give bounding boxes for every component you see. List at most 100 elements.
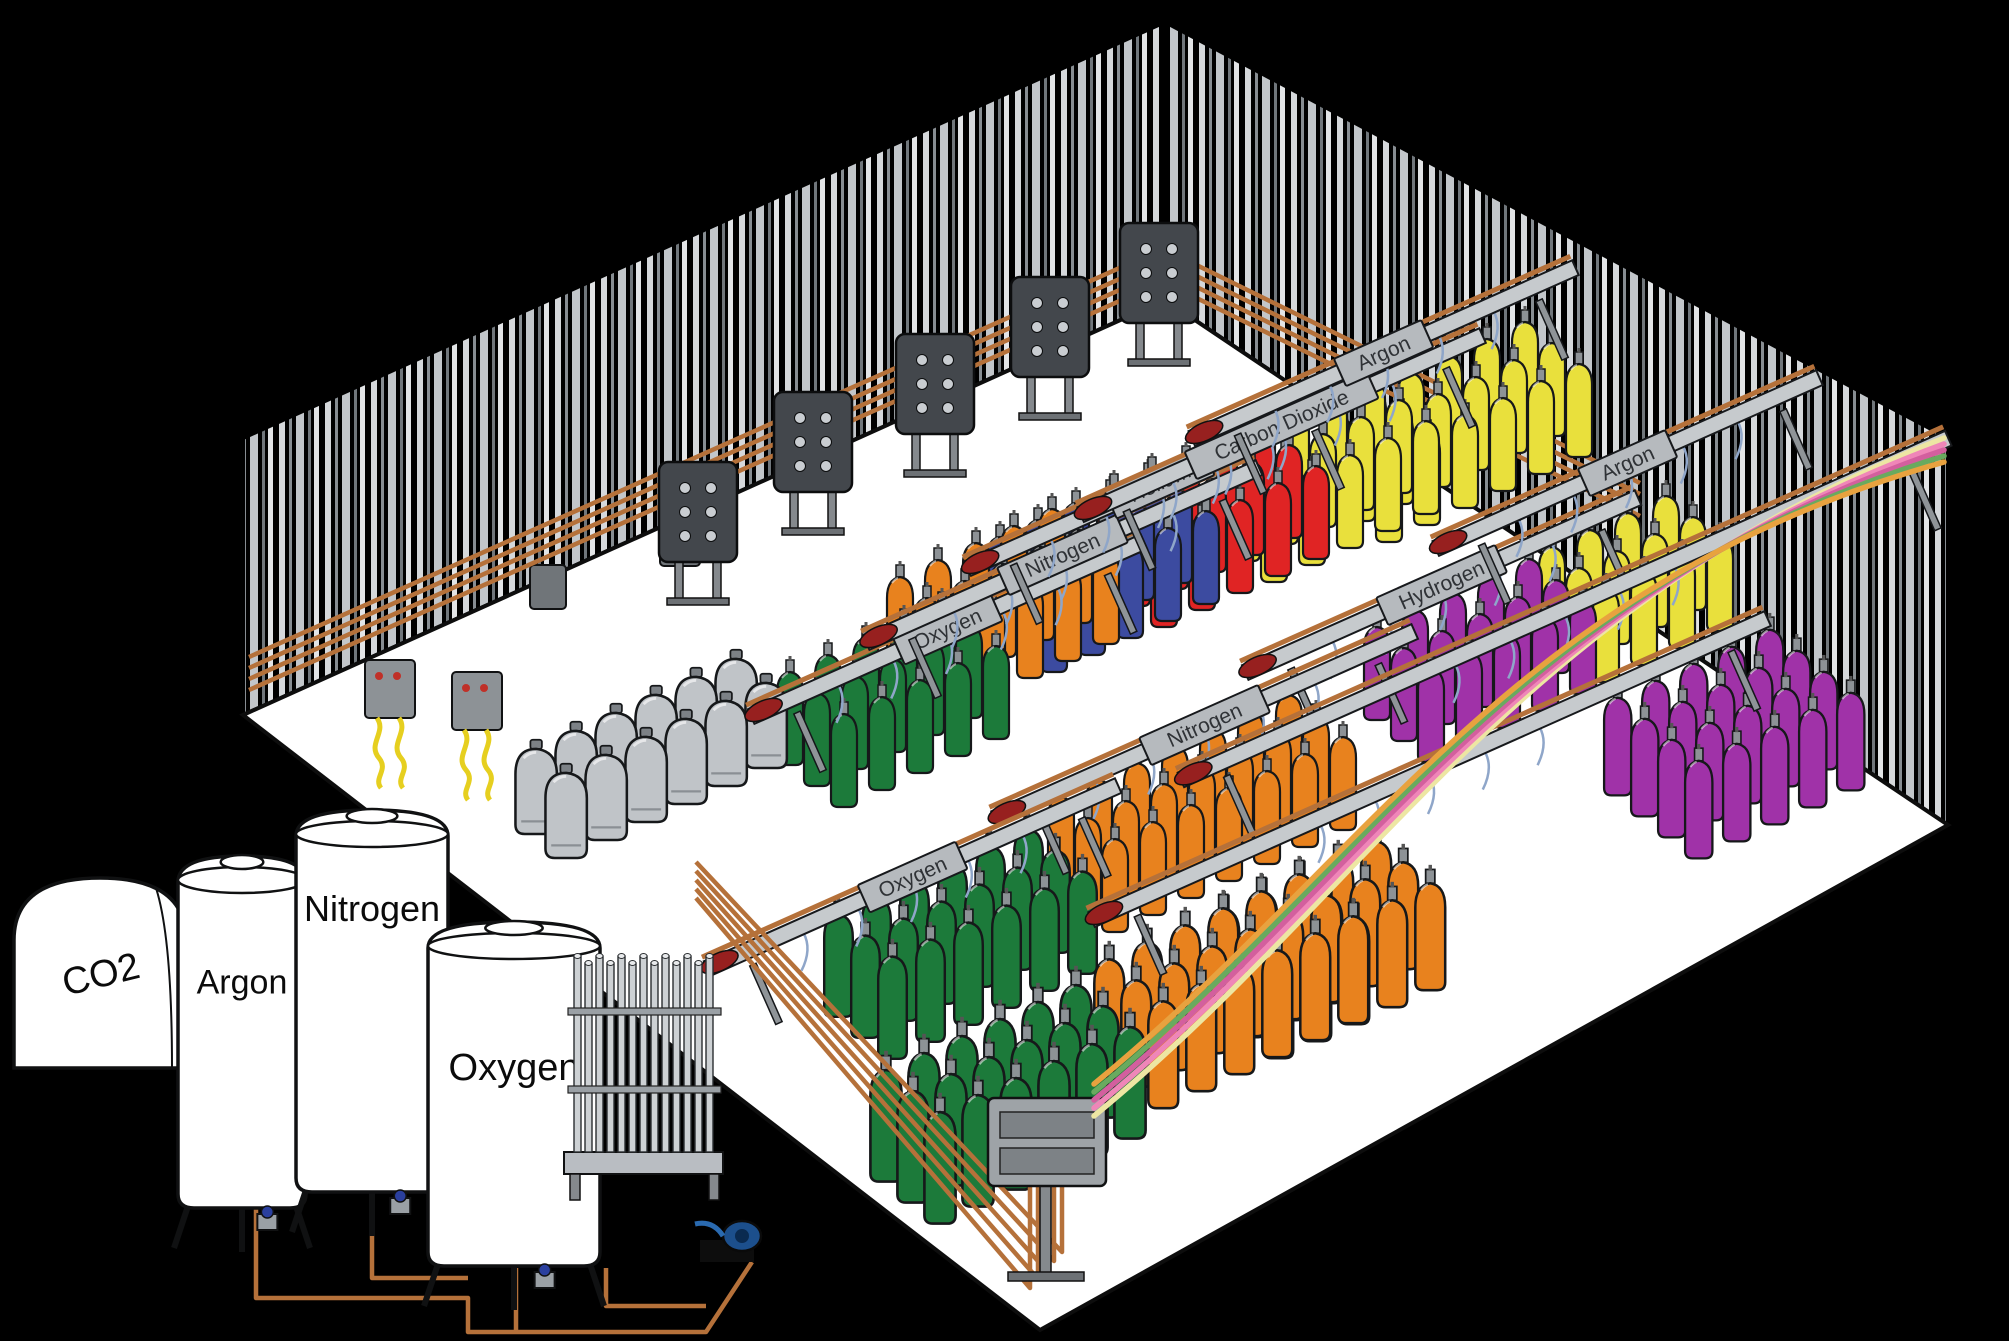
panel-port — [705, 482, 717, 494]
manifold-hose — [1047, 538, 1056, 578]
vaporizer-tube — [606, 962, 615, 1153]
rail-end-cap — [1428, 529, 1468, 555]
manifold-hose — [890, 659, 899, 699]
rail-pipe — [1085, 604, 1764, 911]
rail-leg — [1778, 407, 1814, 472]
tube-cap — [650, 960, 659, 966]
tank-dome — [484, 919, 544, 937]
manifold-hose — [1452, 664, 1461, 704]
gas-cylinder — [624, 726, 669, 824]
cryo-tank: Oxygen — [421, 919, 607, 1310]
rail-banner — [857, 841, 968, 913]
vaporizer-tube — [661, 955, 670, 1153]
vaporizer-tube — [683, 955, 692, 1153]
rail-end-cap — [1173, 760, 1213, 786]
station-knob — [480, 684, 488, 692]
control-panel — [772, 390, 854, 536]
manifold-hose — [1102, 513, 1111, 553]
station-box — [451, 671, 503, 731]
panel-port — [820, 460, 832, 472]
station-knob — [393, 672, 401, 680]
tube-cap — [661, 953, 670, 959]
panel-body — [1118, 221, 1200, 325]
tube-cap — [628, 960, 637, 966]
panel-port — [916, 354, 928, 366]
panel-base — [1018, 412, 1082, 421]
manifold-hose — [1317, 824, 1326, 864]
rail-end-cap — [744, 697, 783, 723]
rail-leg — [1310, 427, 1346, 492]
station-knob — [462, 684, 470, 692]
rail-end-cap — [1238, 653, 1277, 679]
fill-station — [451, 671, 503, 802]
scene: OxygenNitrogenHeliumCarbon DioxideArgonH… — [12, 221, 1953, 1335]
panel-leg — [949, 429, 959, 473]
yellow-hose — [394, 716, 407, 790]
station-knob — [375, 672, 383, 680]
vaporizer-tube — [595, 955, 604, 1153]
panel-body — [772, 390, 854, 494]
rail-leg — [1534, 297, 1570, 362]
panel-port — [1057, 345, 1069, 357]
tank-body — [176, 854, 308, 1210]
tube-cap — [705, 953, 714, 959]
tube-cap — [573, 953, 582, 959]
vaporizer-base — [563, 1151, 724, 1175]
rail-leg — [1122, 508, 1157, 572]
panel-port — [705, 506, 717, 518]
tube-cap — [639, 953, 648, 959]
panel-port — [794, 436, 806, 448]
yellow-hose — [459, 728, 472, 802]
rail-leg — [1009, 562, 1044, 626]
panel-port — [1057, 321, 1069, 333]
fill-station — [364, 659, 416, 790]
manifold-hose — [855, 907, 864, 947]
panel-leg — [1135, 318, 1145, 362]
tank-body — [294, 808, 450, 1194]
panel-port — [794, 412, 806, 424]
panel-port — [1031, 345, 1043, 357]
distribution-panel — [986, 1096, 1108, 1282]
rail-banner — [1577, 429, 1678, 497]
panel-leg — [1026, 372, 1036, 416]
panel-base — [666, 597, 730, 606]
rail-leg — [792, 710, 828, 774]
copper-pipe — [253, 1208, 754, 1335]
copper-pipe — [694, 869, 1057, 1264]
tank-dome — [345, 807, 399, 825]
manifold-hose — [1169, 512, 1178, 552]
control-panel — [1118, 221, 1200, 367]
vaporizer-tube — [617, 955, 626, 1153]
tube-cap — [606, 960, 615, 966]
panel-base — [781, 527, 845, 536]
rail-end-cap — [1073, 495, 1113, 521]
panel-port — [820, 412, 832, 424]
manifold-hose — [1388, 382, 1397, 422]
manifold-hose — [1671, 566, 1680, 606]
control-panel — [894, 332, 976, 478]
manifold-hose — [1271, 408, 1280, 448]
rail-leg — [1442, 365, 1477, 430]
tank-rim — [294, 819, 450, 849]
panel-body — [1009, 275, 1091, 379]
manifold-hose — [1435, 334, 1445, 375]
manifold-hose — [835, 684, 844, 724]
vaporizer-leg — [569, 1173, 581, 1201]
tube-cap — [683, 953, 692, 959]
tank-label: Argon — [197, 963, 288, 1001]
cryo-tank: Argon — [171, 853, 313, 1252]
vaporizer-tube — [573, 955, 582, 1153]
panel-leg — [827, 487, 837, 531]
panel-base — [1007, 1271, 1085, 1282]
panel-port — [1166, 243, 1178, 255]
control-panel — [1009, 275, 1091, 421]
panel-leg — [1173, 318, 1183, 362]
tank-dome — [219, 853, 265, 871]
pump-inlet — [735, 1229, 749, 1243]
copper-pipe — [603, 1268, 706, 1309]
yellow-hose — [372, 716, 385, 790]
rail-end-cap — [960, 549, 1000, 575]
manifold-hose — [1481, 750, 1491, 791]
panel-port — [794, 460, 806, 472]
vaporizer-tube — [672, 962, 681, 1153]
